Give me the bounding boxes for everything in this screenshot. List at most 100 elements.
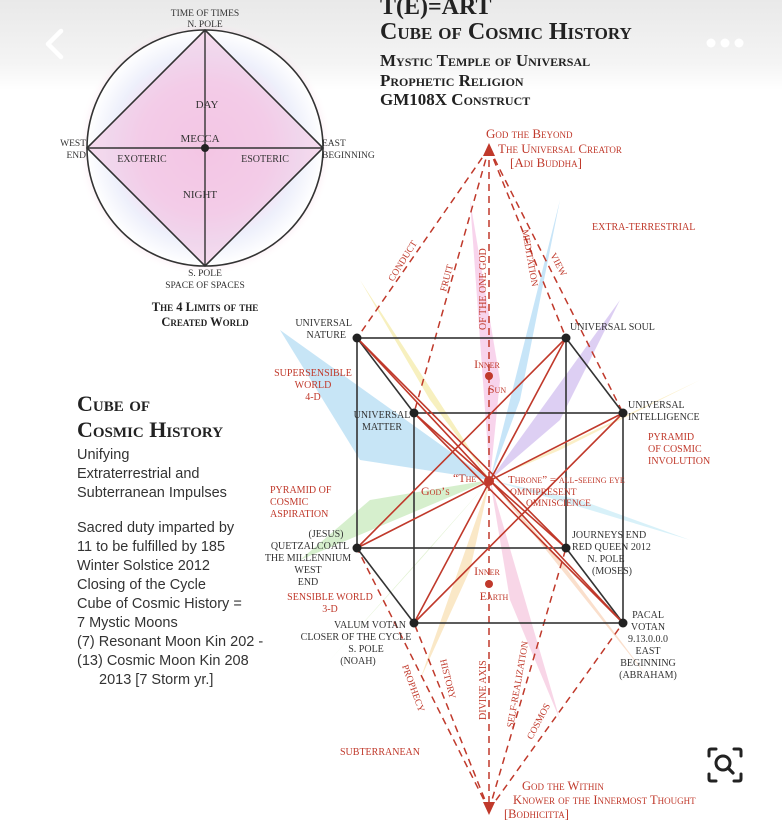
extra-terrestrial-label: EXTRA-TERRESTRIAL [592, 222, 695, 233]
pyramid-aspiration-line3: ASPIRATION [270, 509, 328, 520]
pacal-line1: PACAL [632, 610, 664, 621]
journeys-line3: N. POLE [587, 554, 624, 565]
blurb-line: (7) Resonant Moon Kin 202 - [77, 634, 264, 650]
god-within-line3: [Bodhicitta] [504, 807, 569, 821]
universal-nature-line1: UNIVERSAL [295, 318, 352, 329]
pyramid-involution-line3: INVOLUTION [648, 456, 710, 467]
circle-esoteric: ESOTERIC [241, 154, 289, 165]
self-realization-label: SELF-REALIZATION [506, 640, 531, 728]
inner-sun-line1: Inner [474, 357, 500, 371]
pyramid-involution-line2: OF COSMIC [648, 444, 702, 455]
more-options-button[interactable] [700, 28, 750, 58]
god-within-line2: Knower of the Innermost Thought [513, 793, 696, 807]
sensible-world-line1: SENSIBLE WORLD [287, 592, 373, 603]
blurb-line: 11 to be fulfilled by 185 [77, 539, 226, 555]
circle-caption-line2: Created World [161, 315, 249, 329]
fruit-label: FRUIT [439, 263, 456, 292]
blurb-line: (13) Cosmic Moon Kin 208 [77, 653, 249, 669]
universal-nature-line2: NATURE [307, 330, 346, 341]
poster-subtitle-line1: Mystic Temple of Universal [380, 51, 591, 70]
blurb-line: 2013 [7 Storm yr.] [99, 672, 214, 688]
cube-heading-line1: Cube of [77, 391, 151, 416]
circle-west-line2: END [66, 151, 86, 161]
god-within-line1: God the Within [522, 779, 604, 793]
valum-line1: VALUM VOTAN [334, 620, 406, 631]
inner-earth-line2: Earth [480, 589, 509, 603]
pacal-line3: 9.13.0.0.0 [628, 634, 668, 645]
one-god-label: OF THE ONE GOD [478, 248, 489, 330]
pacal-line6: (ABRAHAM) [619, 670, 677, 681]
pacal-line5: BEGINNING [620, 658, 676, 669]
circle-top-line1: TIME OF TIMES [171, 9, 239, 19]
cosmos-label: COSMOS [526, 702, 553, 741]
circle-west-line1: WEST [60, 139, 86, 149]
starburst-glow [280, 200, 700, 720]
view-label: VIEW [547, 252, 567, 279]
quetzalcoatl-line3: THE MILLENNIUM [265, 553, 351, 564]
universal-soul-label: UNIVERSAL SOUL [570, 322, 655, 333]
circle-east-line1: EAST [322, 139, 346, 149]
cube-heading-line2: Cosmic History [77, 417, 224, 442]
cube-figure [352, 143, 628, 815]
pyramid-involution-line1: PYRAMID [648, 432, 694, 443]
blurb-line: Unifying [77, 447, 130, 463]
blurb-line: Cube of Cosmic History = [77, 596, 242, 612]
circle-east-line2: BEGINNING [322, 151, 375, 161]
universal-intel-line1: UNIVERSAL [628, 400, 685, 411]
circle-caption-line1: The 4 Limits of the [152, 300, 258, 314]
journeys-line4: (MOSES) [592, 566, 632, 577]
god-beyond-line2: The Universal Creator [498, 141, 622, 156]
journeys-line1: JOURNEYS END [572, 530, 646, 541]
image-search-icon [707, 747, 743, 783]
quetzalcoatl-line2: QUETZALCOATL [271, 541, 349, 552]
journeys-line2: RED QUEEN 2012 [572, 542, 651, 553]
more-dots-icon [706, 38, 744, 48]
god-beyond-line3: [Adi Buddha] [510, 155, 582, 170]
throne-line2: God’s [421, 484, 450, 498]
universal-matter-line2: MATTER [362, 422, 402, 433]
inner-earth-line1: Inner [474, 564, 500, 578]
poster-subtitle-line2: Prophetic Religion [380, 71, 524, 90]
universal-intel-line2: INTELLIGENCE [628, 412, 700, 423]
blurb-line: Extraterrestrial and [77, 466, 200, 482]
blurb-line: Winter Solstice 2012 [77, 558, 210, 574]
pyramid-aspiration-line2: COSMIC [270, 497, 309, 508]
blurb-line: Closing of the Cycle [77, 577, 206, 593]
supersensible-line2: WORLD [295, 380, 332, 391]
throne-line5: OMNISCIENCE [526, 499, 591, 509]
valum-line4: (NOAH) [340, 656, 376, 667]
blurb-line: 7 Mystic Moons [77, 615, 178, 631]
circle-bottom-line1: S. POLE [188, 269, 222, 279]
blurb-line: Subterranean Impulses [77, 485, 227, 501]
pyramid-aspiration-line1: PYRAMID OF [270, 485, 332, 496]
circle-exoteric: EXOTERIC [117, 154, 167, 165]
supersensible-line3: 4-D [305, 392, 321, 403]
limits-circle [77, 20, 333, 276]
blurb-intro: Unifying Extraterrestrial and Subterrane… [77, 446, 227, 503]
quetzalcoatl-line5: END [298, 577, 319, 588]
blurb-line: Sacred duty imparted by [77, 520, 235, 536]
circle-top-line2: N. POLE [187, 20, 223, 30]
meditation-label: MEDITATION [519, 229, 539, 288]
circle-night: NIGHT [183, 189, 217, 201]
back-button[interactable] [36, 24, 76, 64]
valum-line3: S. POLE [348, 644, 384, 655]
valum-line2: CLOSER OF THE CYCLE [301, 632, 412, 643]
poster-subtitle-line3: GM108X Construct [380, 90, 531, 109]
blurb-body: Sacred duty imparted by 11 to be fulfill… [77, 519, 263, 690]
poster-title-formula: T(E)=ART [380, 0, 492, 20]
circle-day: DAY [196, 99, 219, 111]
quetzalcoatl-line1: (JESUS) [308, 529, 343, 540]
god-beyond-line1: God the Beyond [486, 126, 573, 141]
pacal-line2: VOTAN [631, 622, 665, 633]
circle-bottom-line2: SPACE OF SPACES [165, 281, 245, 291]
visual-search-button[interactable] [699, 739, 751, 791]
throne-line1: “The [453, 471, 476, 485]
universal-matter-line1: UNIVERSAL [354, 410, 411, 421]
chevron-left-icon [45, 28, 64, 60]
pacal-line4: EAST [636, 646, 661, 657]
sensible-world-line2: 3-D [322, 604, 338, 615]
divine-axis-label: DIVINE AXIS [478, 660, 489, 720]
circle-mecca: MECCA [180, 133, 219, 145]
